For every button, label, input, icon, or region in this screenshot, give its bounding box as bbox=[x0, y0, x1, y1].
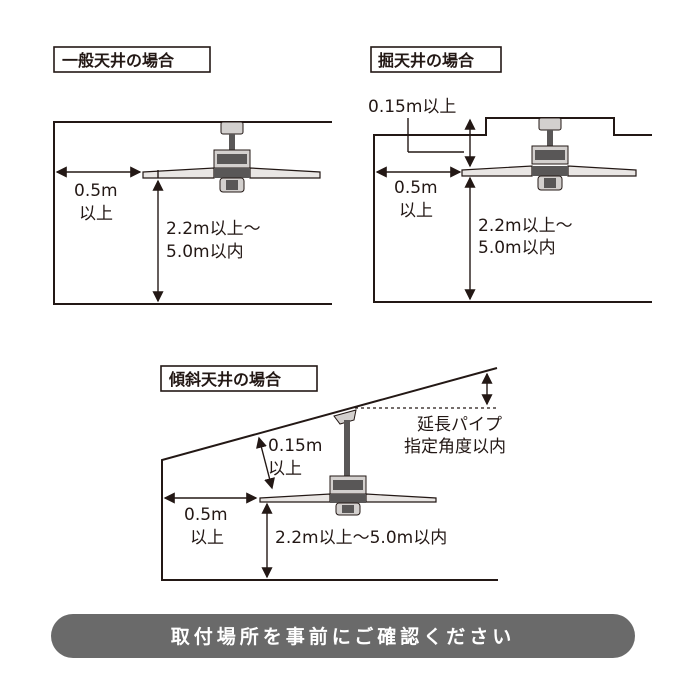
recessed-side-clearance: 0.5m bbox=[394, 178, 438, 198]
sloped-ceiling-panel: 傾斜天井の場合 延長パイプ 指定角度以内 0.15m 以上 0.5m 以上 bbox=[160, 365, 506, 581]
recessed-height-line1: 2.2m以上～ bbox=[478, 216, 573, 236]
recessed-ceiling-panel: 掘天井の場合 0.15m以上 0.5m 以上 2.2m以上～ 5.0m以内 bbox=[368, 46, 652, 303]
sloped-height: 2.2m以上～5.0m以内 bbox=[275, 528, 447, 548]
sloped-side-clearance: 0.5m bbox=[184, 505, 228, 525]
recessed-title: 掘天井の場合 bbox=[378, 51, 475, 70]
flat-room-outline bbox=[53, 121, 332, 305]
recessed-height-line2: 5.0m以内 bbox=[478, 238, 556, 258]
recessed-room-outline bbox=[373, 117, 652, 303]
sloped-ceiling-gap-suffix: 以上 bbox=[268, 459, 302, 479]
sloped-angle-note-line1: 延長パイプ bbox=[417, 415, 502, 435]
flat-ceiling-panel: 一般天井の場合 0.5m 以上 2.2m以上～ 5.0m以内 bbox=[53, 46, 332, 305]
ceiling-fan-icon bbox=[461, 117, 637, 191]
flat-title: 一般天井の場合 bbox=[62, 51, 175, 70]
recessed-depth-label: 0.15m以上 bbox=[368, 97, 456, 117]
flat-height-line1: 2.2m以上～ bbox=[166, 219, 261, 239]
recessed-title-box bbox=[370, 46, 502, 73]
notice-banner-text: 取付場所を事前にご確認ください bbox=[171, 625, 516, 648]
sloped-room-outline bbox=[161, 367, 498, 581]
sloped-title: 傾斜天井の場合 bbox=[168, 370, 282, 389]
flat-side-clearance-suffix: 以上 bbox=[79, 204, 113, 224]
ceiling-fan-icon bbox=[259, 409, 437, 516]
recessed-side-clearance-suffix: 以上 bbox=[399, 201, 433, 221]
sloped-angle-note-line2: 指定角度以内 bbox=[404, 437, 506, 457]
flat-title-box bbox=[53, 46, 211, 73]
flat-side-clearance: 0.5m bbox=[74, 181, 118, 201]
ceiling-fan-icon bbox=[142, 121, 321, 193]
notice-banner: 取付場所を事前にご確認ください bbox=[51, 614, 635, 658]
sloped-ceiling-gap: 0.15m bbox=[268, 436, 322, 456]
flat-height-line2: 5.0m以内 bbox=[166, 242, 244, 262]
sloped-side-clearance-suffix: 以上 bbox=[190, 528, 224, 548]
sloped-title-box bbox=[160, 365, 318, 392]
